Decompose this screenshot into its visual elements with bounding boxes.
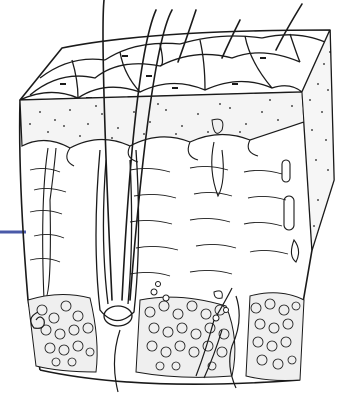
side-epidermis xyxy=(302,30,334,250)
epidermis-layer xyxy=(20,92,304,148)
hair-shafts xyxy=(103,0,302,300)
dermis-fibers xyxy=(30,166,288,276)
hair-follicle xyxy=(96,150,139,326)
dermal-papillae xyxy=(67,140,258,196)
